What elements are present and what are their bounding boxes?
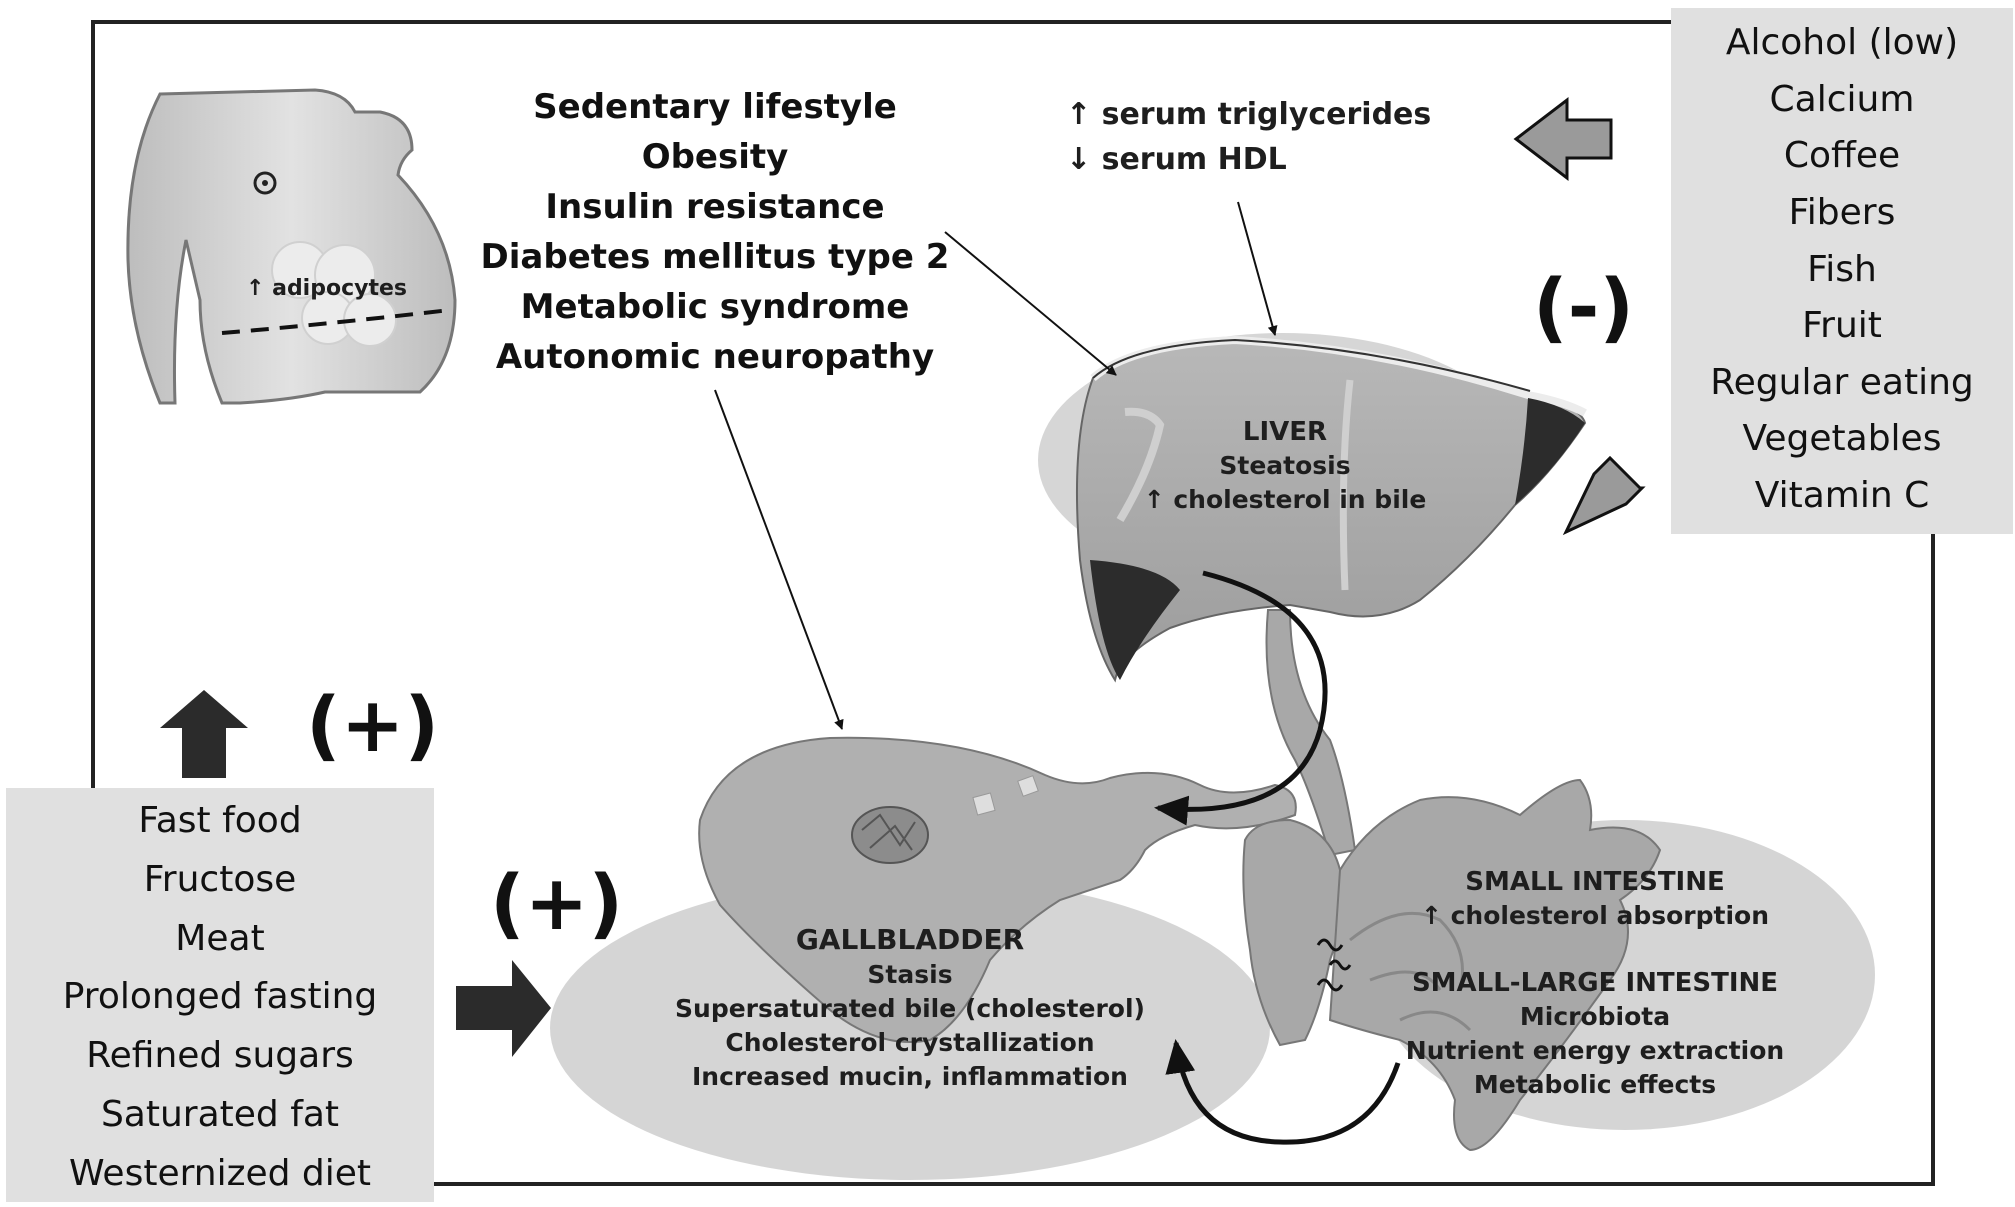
protective-factor-item: Fruit bbox=[1802, 305, 1882, 347]
risk-factors-diet-box bbox=[6, 788, 434, 1202]
diet-risk-item: Refined sugars bbox=[86, 1035, 354, 1077]
lifestyle-risk-item: Metabolic syndrome bbox=[520, 287, 910, 327]
diet-risk-item: Fructose bbox=[143, 858, 297, 900]
liver-title: LIVER bbox=[1242, 417, 1328, 447]
liver-line: Steatosis bbox=[1219, 451, 1351, 480]
liver-illustration bbox=[1075, 335, 1587, 683]
lifestyle-risk-item: Obesity bbox=[641, 137, 789, 177]
protective-factor-item: Alcohol (low) bbox=[1725, 22, 1959, 63]
protective-factor-item: Vegetables bbox=[1742, 418, 1942, 460]
arrow-lifestyle-to-gallbladder bbox=[714, 389, 844, 730]
diet-risk-item: Prolonged fasting bbox=[62, 976, 378, 1018]
gallbladder-line: Increased mucin, inflammation bbox=[692, 1062, 1128, 1091]
small-large-intestine-line: Metabolic effects bbox=[1473, 1070, 1717, 1099]
protective-factor-item: Regular eating bbox=[1710, 361, 1974, 403]
protective-factor-item: Calcium bbox=[1769, 78, 1915, 120]
positive-effect-sign-top: (+) bbox=[306, 680, 440, 769]
protective-factor-item: Vitamin C bbox=[1754, 475, 1930, 516]
adipocytes-label: ↑ adipocytes bbox=[246, 276, 408, 301]
serum-hdl-label: ↓ serum HDL bbox=[1066, 142, 1287, 177]
arrow-right-icon bbox=[456, 960, 551, 1057]
liver-line: ↑ cholesterol in bile bbox=[1143, 485, 1427, 514]
lifestyle-risk-item: Diabetes mellitus type 2 bbox=[480, 237, 950, 277]
small-large-intestine-text-block: SMALL-LARGE INTESTINE Microbiota Nutrien… bbox=[1380, 966, 1810, 1102]
small-intestine-text-block: SMALL INTESTINE ↑ cholesterol absorption bbox=[1380, 865, 1810, 933]
arrow-serum-to-liver bbox=[1237, 201, 1278, 336]
arrow-up-icon bbox=[160, 690, 248, 778]
protective-factors-list: Alcohol (low) Calcium Coffee Fibers Fish… bbox=[1671, 22, 2013, 516]
intestine-illustration bbox=[1242, 778, 1662, 1152]
lifestyle-risk-item: Autonomic neuropathy bbox=[495, 337, 935, 377]
lifestyle-risk-item: Insulin resistance bbox=[545, 187, 885, 227]
lifestyle-risk-item: Sedentary lifestyle bbox=[533, 87, 897, 127]
diet-risk-item: Saturated fat bbox=[100, 1094, 340, 1136]
diet-risk-item: Meat bbox=[175, 917, 265, 959]
gallbladder-line: Supersaturated bile (cholesterol) bbox=[675, 994, 1145, 1023]
arrow-down-left-icon bbox=[1562, 455, 1646, 536]
small-large-intestine-line: Nutrient energy extraction bbox=[1405, 1036, 1785, 1065]
arrow-intestine-to-gallbladder bbox=[1165, 1039, 1401, 1145]
protective-factor-item: Fibers bbox=[1788, 191, 1896, 233]
liver-text-block: LIVER Steatosis ↑ cholesterol in bile bbox=[1100, 415, 1470, 517]
diagram-frame bbox=[91, 20, 1935, 1186]
positive-effect-sign-bottom: (+) bbox=[490, 858, 624, 947]
serum-triglycerides-label: ↑ serum triglycerides bbox=[1066, 97, 1432, 132]
gallbladder-line: Stasis bbox=[867, 960, 953, 989]
arrow-lifestyle-to-liver bbox=[944, 231, 1117, 376]
protective-factors-box bbox=[1671, 8, 2013, 534]
gallbladder-text-block: GALLBLADDER Stasis Supersaturated bile (… bbox=[660, 922, 1160, 1094]
lifestyle-risk-factors-list: Sedentary lifestyle Obesity Insulin resi… bbox=[470, 82, 960, 382]
abdomen-illustration bbox=[126, 88, 457, 405]
small-large-intestine-title: SMALL-LARGE INTESTINE bbox=[1411, 968, 1779, 998]
arrow-left-icon bbox=[1513, 96, 1613, 182]
diet-risk-item: Westernized diet bbox=[68, 1152, 372, 1194]
small-large-intestine-line: Microbiota bbox=[1519, 1002, 1671, 1031]
gallbladder-line: Cholesterol crystallization bbox=[725, 1028, 1095, 1057]
small-intestine-line: ↑ cholesterol absorption bbox=[1420, 901, 1770, 930]
gallbladder-title: GALLBLADDER bbox=[795, 923, 1025, 956]
diet-risk-item: Fast food bbox=[138, 800, 302, 841]
diet-risk-factors-list: Fast food Fructose Meat Prolonged fastin… bbox=[6, 800, 434, 1194]
arrow-liver-to-gallbladder bbox=[1154, 570, 1328, 826]
protective-factor-item: Coffee bbox=[1783, 135, 1901, 177]
small-intestine-title: SMALL INTESTINE bbox=[1465, 867, 1725, 897]
negative-effect-sign: (-) bbox=[1533, 262, 1635, 351]
gallbladder-illustration bbox=[698, 736, 1297, 1043]
protective-factor-item: Fish bbox=[1807, 248, 1877, 290]
